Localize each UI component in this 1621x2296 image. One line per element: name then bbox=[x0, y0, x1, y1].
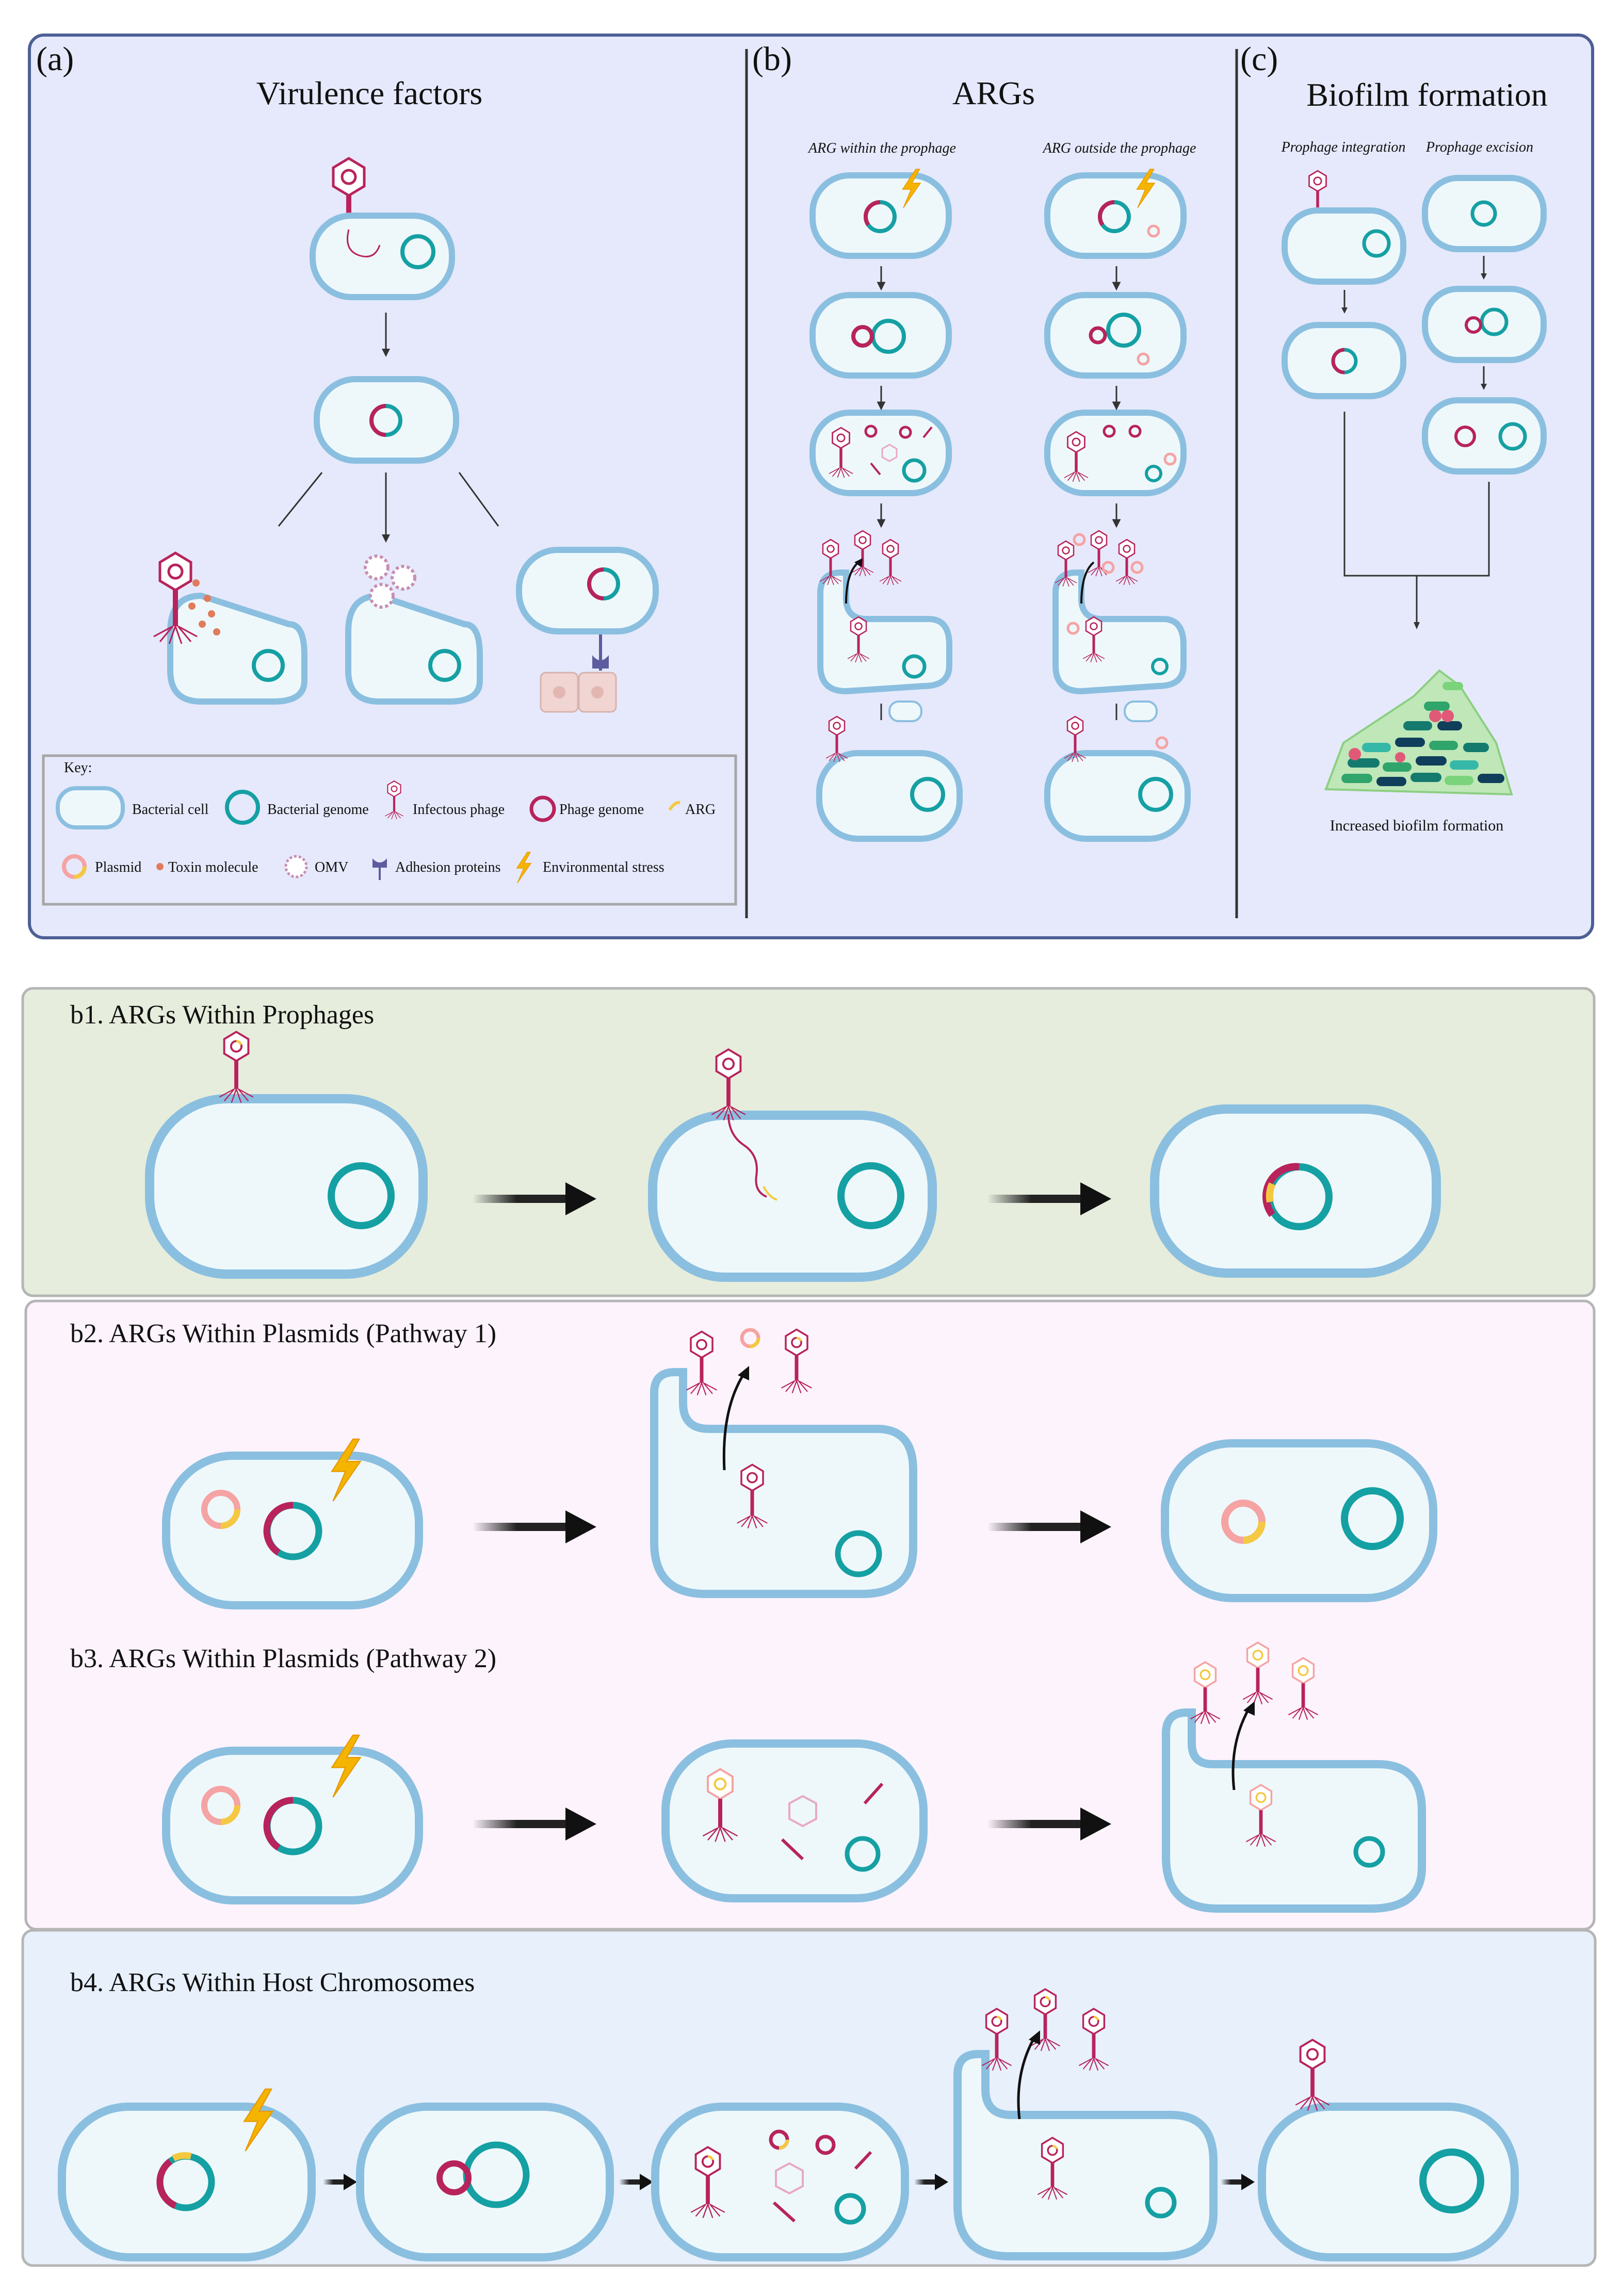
section-b1-title: b1. ARGs Within Prophages bbox=[70, 1000, 374, 1030]
panel-a-label: (a) bbox=[36, 40, 74, 78]
key-item-arg: ARG bbox=[685, 802, 716, 818]
panel-c-subtitle-right: Prophage excision bbox=[1425, 139, 1533, 155]
section-b3-diagram bbox=[162, 1641, 1426, 1913]
panel-a-title: Virulence factors bbox=[256, 75, 483, 111]
section-b4-diagram bbox=[58, 1989, 1519, 2261]
panel-b-label: (b) bbox=[752, 40, 792, 78]
section-b4-title: b4. ARGs Within Host Chromosomes bbox=[70, 1968, 475, 1997]
key-item-bacterial-genome: Bacterial genome bbox=[267, 802, 369, 818]
section-b2-diagram bbox=[162, 1328, 1437, 1609]
panel-c-subtitle-left: Prophage integration bbox=[1281, 139, 1406, 155]
section-b3-title: b3. ARGs Within Plasmids (Pathway 2) bbox=[70, 1644, 496, 1673]
key-item-environmental-stress: Environmental stress bbox=[543, 859, 664, 875]
panel-c-label: (c) bbox=[1240, 40, 1278, 78]
key-item-toxin-molecule: Toxin molecule bbox=[168, 859, 258, 875]
key-item-bacterial-cell: Bacterial cell bbox=[132, 802, 209, 818]
panel-b-subtitle-left: ARG within the prophage bbox=[807, 140, 956, 156]
panel-a-diagram bbox=[154, 158, 659, 713]
panel-b-title: ARGs bbox=[952, 75, 1035, 111]
key-item-omv: OMV bbox=[315, 859, 348, 875]
panel-c-title: Biofilm formation bbox=[1306, 76, 1548, 113]
section-b1-diagram bbox=[145, 1032, 1441, 1282]
toxin-molecule-icon bbox=[188, 579, 220, 636]
biofilm-caption: Increased biofilm formation bbox=[1330, 817, 1504, 834]
omv-icon bbox=[364, 555, 416, 609]
bacterial-cell-icon bbox=[314, 376, 459, 464]
panel-b-subtitle-right: ARG outside the prophage bbox=[1042, 140, 1196, 156]
key-item-infectious-phage: Infectous phage bbox=[413, 802, 505, 818]
key-title: Key: bbox=[64, 760, 92, 776]
key-item-phage-genome: Phage genome bbox=[559, 802, 644, 818]
bacterial-genome-icon bbox=[400, 234, 435, 269]
key-legend: Bacterial cell Bacterial genome Infectou… bbox=[56, 780, 716, 884]
panel-c-diagram bbox=[1282, 170, 1547, 796]
key-item-plasmid: Plasmid bbox=[95, 859, 141, 875]
key-item-adhesion-proteins: Adhesion proteins bbox=[395, 859, 501, 875]
panel-b-diagram bbox=[809, 169, 1191, 842]
section-b2-title: b2. ARGs Within Plasmids (Pathway 1) bbox=[70, 1319, 496, 1348]
key-box bbox=[42, 754, 737, 906]
